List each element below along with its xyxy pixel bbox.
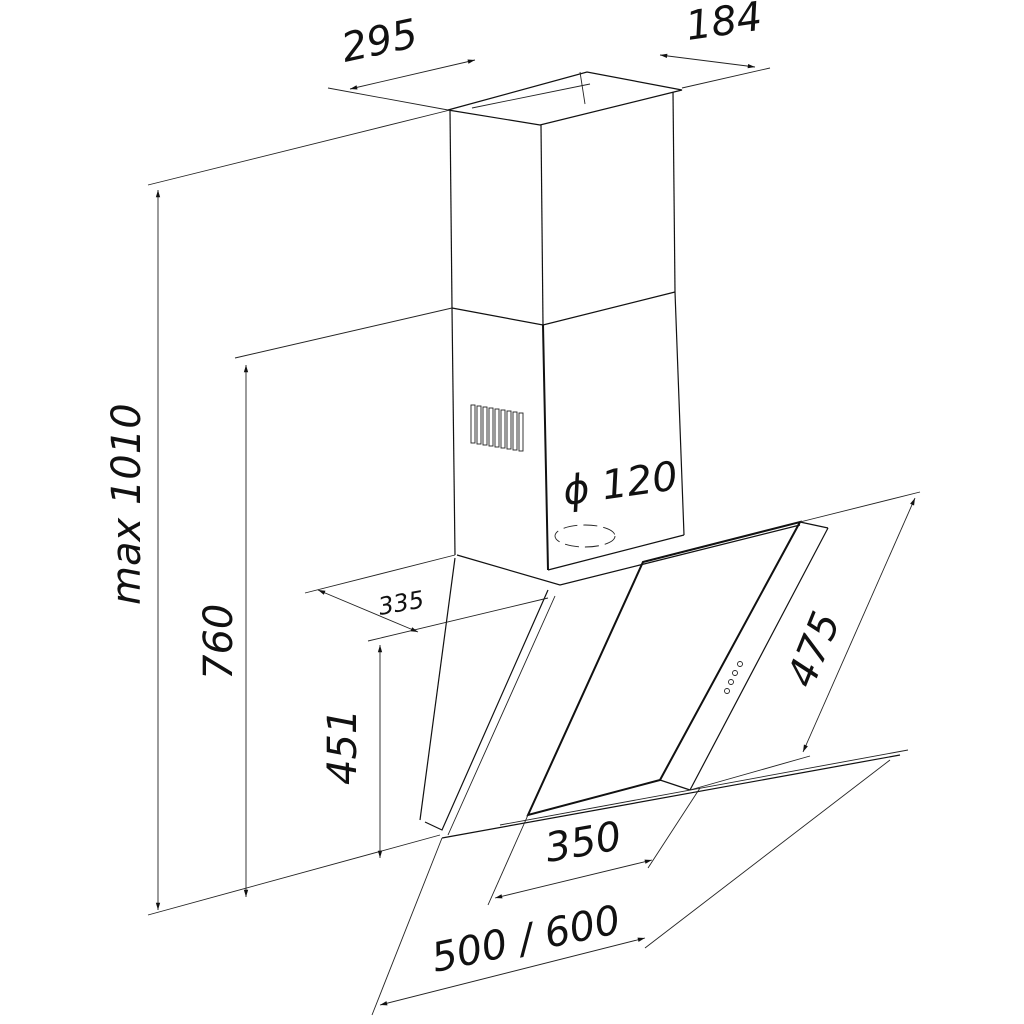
chimney-lower <box>451 291 685 571</box>
hood-body <box>419 520 909 839</box>
dim-hood-depth: 335 <box>376 585 426 621</box>
dim-height-451: 451 <box>320 709 366 785</box>
vent-slots <box>470 404 524 452</box>
dim-glass-height: 475 <box>779 606 850 694</box>
dimension-lines <box>147 53 921 1016</box>
dim-hood-width: 500 / 600 <box>428 897 625 982</box>
dim-chimney-depth: 184 <box>683 0 765 50</box>
dim-max-height: max 1010 <box>104 403 150 605</box>
duct-outlet <box>554 524 616 548</box>
control-buttons <box>724 661 743 694</box>
chimney-top <box>447 71 683 126</box>
dim-chimney-width: 295 <box>338 11 422 72</box>
dim-height-760: 760 <box>196 604 242 680</box>
chimney-upper <box>449 91 676 326</box>
dim-glass-width: 350 <box>542 813 625 872</box>
dim-duct-diameter: ϕ 120 <box>560 453 681 515</box>
